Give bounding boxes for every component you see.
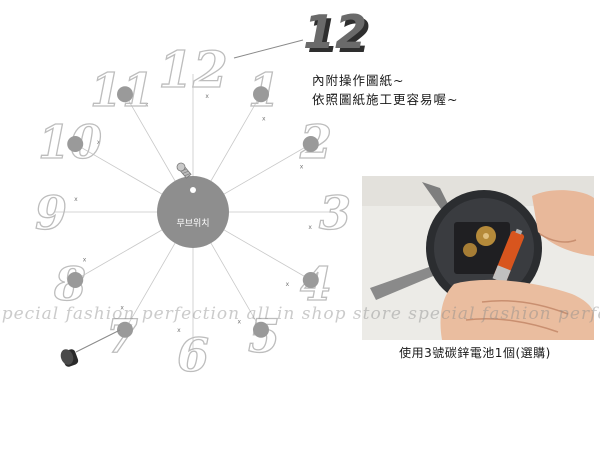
screw-icon: [176, 162, 192, 179]
photo-caption: 使用3號碳鋅電池1個(選購): [399, 346, 551, 360]
center-label: 무브위치: [176, 217, 209, 229]
note-line-1: 內附操作圖紙~: [312, 73, 405, 88]
mount-dot: [67, 272, 84, 288]
clock-numeral: 9: [35, 186, 67, 240]
cut-mark: x: [83, 256, 87, 263]
cut-mark: x: [74, 196, 78, 203]
mount-dot: [253, 321, 269, 338]
mount-dot: [117, 321, 133, 338]
cut-mark: x: [97, 139, 101, 146]
hero-numeral-12: 12 12: [303, 5, 371, 63]
cut-mark: x: [300, 164, 304, 171]
cut-mark: x: [262, 116, 266, 123]
clock-numeral: 3: [319, 186, 351, 240]
pointer-line-bottom: [75, 329, 121, 353]
note-line-2: 依照圖紙施工更容易喔~: [312, 92, 459, 107]
mount-dot: [253, 86, 269, 103]
mount-dots: [67, 86, 319, 338]
movement-position-disc: [157, 176, 229, 248]
spacer-cylinder-icon: [60, 349, 79, 367]
mount-dot: [302, 272, 319, 288]
battery-install-photo: [362, 176, 594, 340]
cut-mark: x: [286, 281, 290, 288]
cut-mark: x: [177, 327, 181, 334]
cut-mark: x: [308, 224, 312, 231]
mount-dot: [67, 136, 84, 152]
clock-numeral: 12: [158, 40, 228, 99]
cut-mark: x: [238, 319, 242, 326]
cut-mark: x: [145, 101, 149, 108]
clock-numeral: 6: [177, 328, 209, 382]
mount-dot: [117, 86, 133, 103]
movement-hole: [190, 187, 196, 193]
cut-mark: x: [120, 304, 124, 311]
svg-text:12: 12: [307, 9, 371, 63]
mount-dot: [302, 136, 319, 152]
pointer-line-top: [233, 39, 304, 59]
cut-mark: x: [205, 93, 209, 100]
svg-text:12: 12: [303, 5, 367, 59]
